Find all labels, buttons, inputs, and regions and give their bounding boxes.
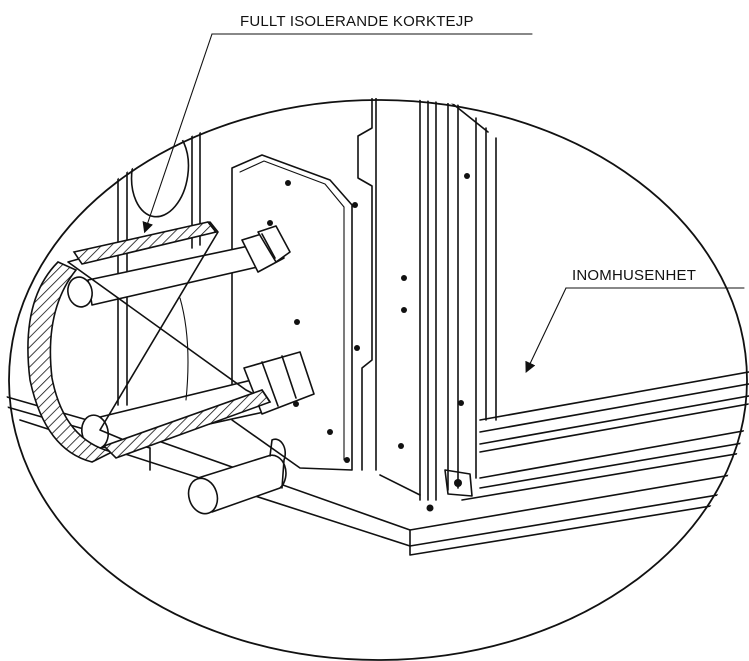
- callout-tape: FULLT ISOLERANDE KORKTEJP: [142, 13, 533, 234]
- label-tape: FULLT ISOLERANDE KORKTEJP: [240, 13, 474, 30]
- detail-magnifier-circle: [8, 99, 748, 661]
- refrigerant-pipe-upper: [67, 225, 291, 308]
- insulation-tube: [27, 221, 272, 463]
- drain-pipe: [187, 438, 287, 515]
- callout-indoor-unit: INOMHUSENHET: [525, 267, 745, 373]
- label-indoor-unit: INOMHUSENHET: [572, 267, 696, 284]
